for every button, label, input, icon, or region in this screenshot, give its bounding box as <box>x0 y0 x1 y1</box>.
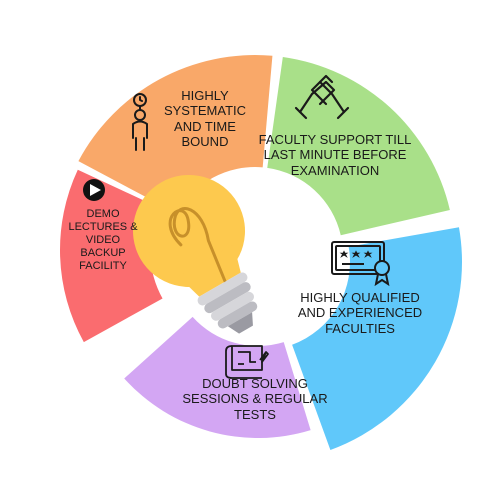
segment-label-qualified: HIGHLY QUALIFIED AND EXPERIENCED FACULTI… <box>297 290 423 336</box>
segment-label-demo: DEMO LECTURES & VIDEO BACKUP FACILITY <box>68 208 138 272</box>
lightbulb-icon <box>133 174 258 334</box>
handshake-icon <box>294 74 350 120</box>
segment-label-doubt: DOUBT SOLVING SESSIONS & REGULAR TESTS <box>182 376 328 422</box>
segment-qualified <box>292 227 462 450</box>
segment-systematic <box>78 55 273 214</box>
segment-label-systematic: HIGHLY SYSTEMATIC AND TIME BOUND <box>163 88 247 149</box>
play-button-icon <box>83 179 105 201</box>
certificate-icon <box>331 241 390 287</box>
segment-label-faculty-support: FACULTY SUPPORT TILL LAST MINUTE BEFORE … <box>258 132 412 178</box>
timer-person-icon <box>132 93 148 151</box>
blueprint-icon <box>225 345 269 379</box>
segment-doubt <box>124 316 311 438</box>
segment-faculty-support <box>267 56 450 236</box>
